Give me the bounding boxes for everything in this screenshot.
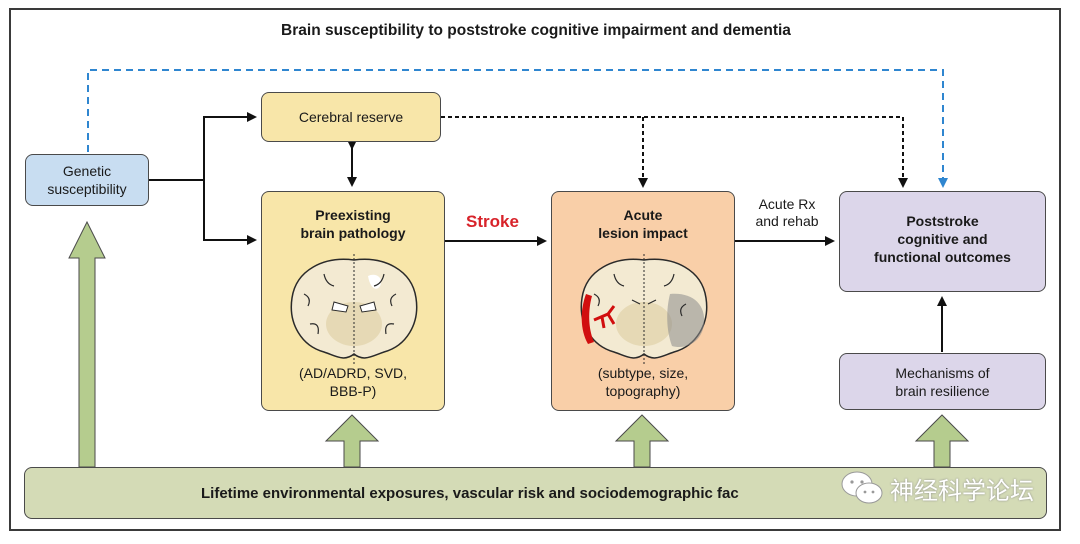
genetic-to-outcomes-dashed-arrow [87,69,948,188]
watermark: 神经科学论坛 [840,470,1034,506]
acute-title-line1: Acute [623,207,663,223]
brain-pathology-icon [290,254,418,366]
green-arrow-to-preexisting [324,414,380,468]
watermark-text: 神经科学论坛 [890,477,1034,505]
resilience-line1: Mechanisms of [895,364,990,381]
brain-lesion-icon [580,254,708,366]
outcomes-line2: cognitive and [897,231,988,247]
poststroke-outcomes-box: Poststroke cognitive and functional outc… [839,191,1046,292]
outcomes-line3: functional outcomes [874,249,1011,265]
green-arrow-to-genetic [68,220,106,468]
green-arrow-to-acute [614,414,670,468]
cerebral-reserve-label: Cerebral reserve [298,109,404,125]
preexisting-title-line2: brain pathology [300,225,406,241]
genetic-susceptibility-box: Genetic susceptibility [25,154,149,206]
acute-subtext-line2: topography) [605,383,681,399]
green-arrow-to-resilience [914,414,970,468]
brain-resilience-box: Mechanisms of brain resilience [839,353,1046,410]
genetic-label-line1: Genetic [62,163,112,179]
acute-title-line2: lesion impact [598,225,688,241]
lifetime-exposures-bar: Lifetime environmental exposures, vascul… [24,467,1047,519]
genetic-label-line2: susceptibility [47,181,127,197]
acute-rx-label: Acute Rx and rehab [742,196,832,230]
wechat-icon [841,471,883,504]
cerebral-reserve-box: Cerebral reserve [261,92,441,142]
rx-label-line1: Acute Rx [758,196,816,212]
preexisting-subtext-line2: BBB-P) [329,383,377,399]
genetic-to-reserve-arrow [203,112,257,240]
lifetime-exposures-label: Lifetime environmental exposures, vascul… [201,484,739,502]
genetic-to-preexisting-arrow [203,180,257,245]
outcomes-line1: Poststroke [906,213,979,229]
stroke-label: Stroke [466,212,519,231]
acute-subtext-line1: (subtype, size, [597,365,689,381]
rx-label-line2: and rehab [755,213,819,229]
figure-title: Brain susceptibility to poststroke cogni… [281,22,791,39]
acute-lesion-box: Acute lesion impact (subtype, size, topo… [551,191,735,411]
preexisting-pathology-box: Preexisting brain pathology (AD/ADRD, SV… [261,191,445,411]
preexisting-subtext-line1: (AD/ADRD, SVD, [298,365,408,381]
preexisting-title-line1: Preexisting [315,207,391,223]
resilience-line2: brain resilience [895,382,990,399]
